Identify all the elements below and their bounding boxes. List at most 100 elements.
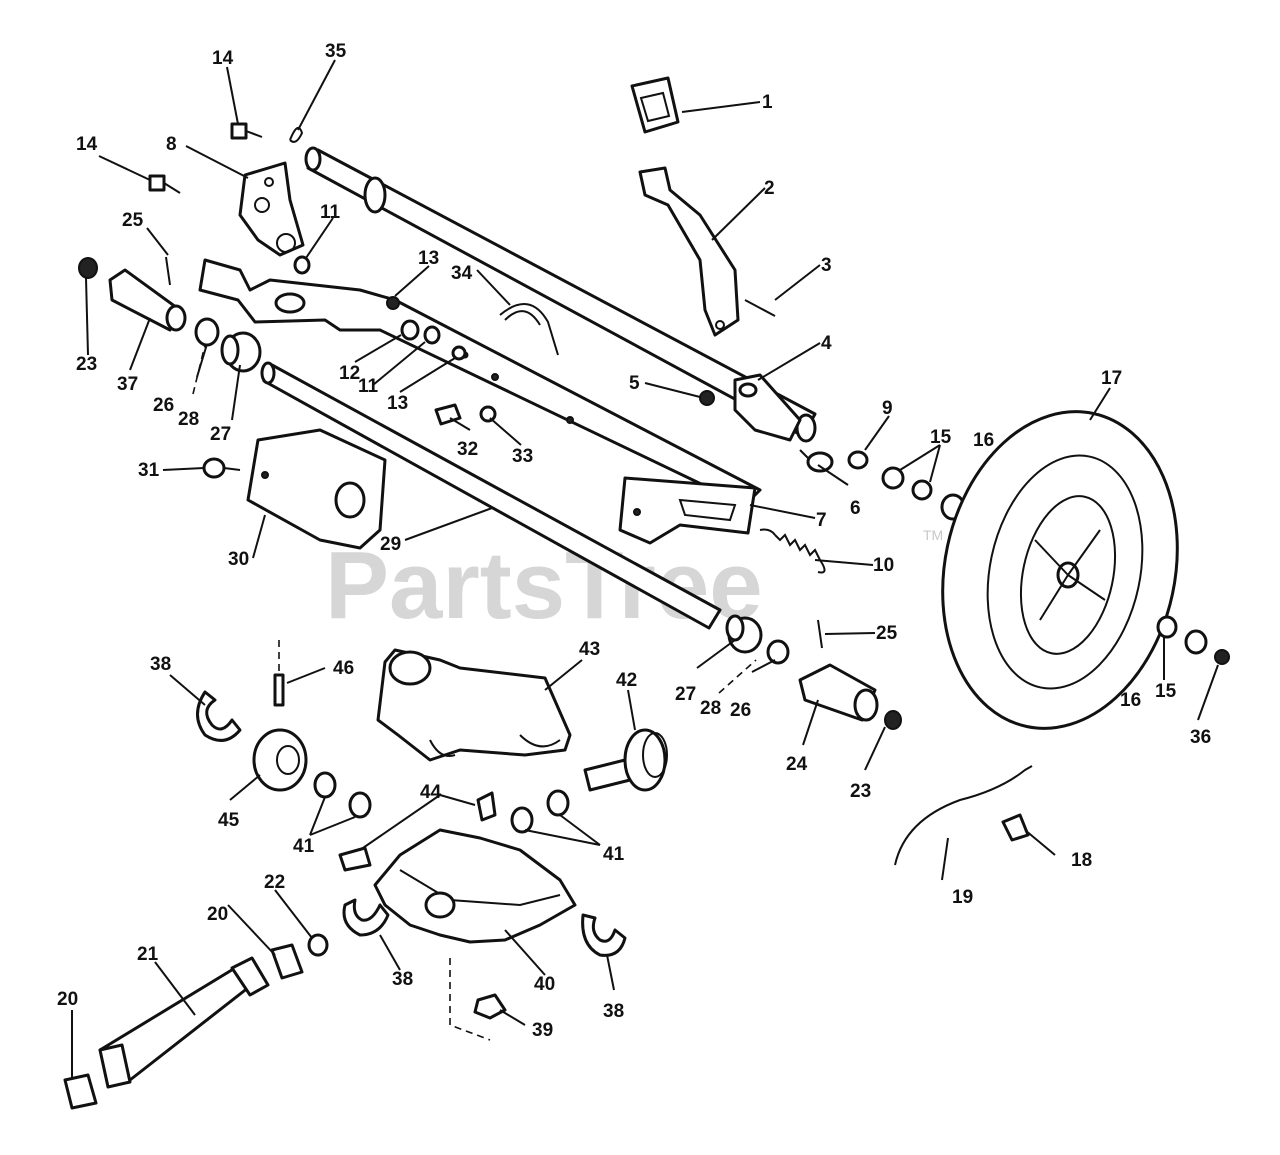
part-bearing-27a: [220, 331, 262, 373]
part-washer-41c: [510, 806, 534, 834]
callout-label: 8: [166, 134, 177, 155]
part-washer-26b: [766, 639, 790, 665]
callout-label: 14: [212, 48, 234, 69]
watermark-trademark: TM: [923, 527, 943, 543]
callout-label: 12: [339, 363, 360, 384]
part-cable-19: [894, 765, 1033, 866]
part-washer-12: [400, 319, 420, 341]
part-washer-41d: [546, 789, 570, 817]
part-shaft-collar: [363, 176, 387, 214]
callout-label: 38: [392, 969, 413, 990]
part-bolt-6: [799, 449, 834, 473]
part-adjuster-bracket-4: [733, 373, 802, 442]
callout-label: 20: [57, 989, 78, 1010]
callout-label: 10: [873, 555, 894, 576]
callout-label: 26: [153, 395, 174, 416]
part-pin-3: [744, 299, 776, 317]
callout-label: 14: [76, 134, 98, 155]
part-bearing-27b: [725, 614, 763, 654]
callout-label: 25: [876, 623, 898, 644]
part-washer-11a: [293, 255, 311, 275]
callout-labels: 1 2 3 4 5 6 7 8 9 10 11 11 12 13 13 14 1…: [57, 41, 1211, 1041]
callout-label: 30: [228, 549, 249, 570]
callout-label: 17: [1101, 368, 1122, 389]
part-snap-ring-38b: [342, 898, 390, 937]
part-bolt-14b: [148, 174, 181, 194]
part-upper-axle-shaft: [304, 146, 817, 443]
part-nut-39: [473, 993, 507, 1020]
part-bracket-7: [618, 476, 757, 545]
callout-label: 27: [675, 684, 696, 705]
part-washer-15b: [911, 479, 933, 501]
part-washer-15c: [1184, 629, 1208, 655]
callout-label: 16: [1120, 690, 1141, 711]
callout-label: 40: [534, 974, 555, 995]
callout-label: 11: [358, 376, 379, 397]
part-bushing-20a: [270, 943, 304, 980]
part-handle-knob-1: [630, 76, 680, 134]
part-housing-30: [246, 428, 387, 550]
callout-label: 38: [150, 654, 171, 675]
part-lower-axle-shaft: [260, 361, 722, 630]
callout-label: 36: [1190, 727, 1211, 748]
callout-label: 15: [1155, 681, 1177, 702]
part-nut-23a: [78, 257, 98, 279]
part-bolt-31: [202, 457, 241, 479]
callout-label: 43: [579, 639, 600, 660]
part-washer-33: [479, 405, 497, 423]
part-washer-11b: [423, 325, 441, 345]
part-pinion-37: [108, 268, 187, 332]
callout-label: 37: [117, 374, 138, 395]
part-pinion-24: [798, 663, 879, 722]
part-spring-clip-34: [499, 303, 559, 356]
part-bracket-8: [238, 161, 305, 257]
part-fitting-44b: [338, 846, 372, 872]
leader-lines: [71, 59, 1219, 1077]
callout-label: 23: [850, 781, 871, 802]
part-washer-15a: [881, 466, 905, 490]
callout-label: 45: [218, 810, 240, 831]
callout-label: 46: [333, 658, 354, 679]
part-washer-9: [847, 450, 869, 470]
callout-label: 27: [210, 424, 231, 445]
part-bolt-14a: [230, 122, 263, 140]
part-roll-pin-25a: [165, 256, 171, 286]
part-nut-23b: [884, 710, 902, 730]
callout-label: 33: [512, 446, 533, 467]
callout-label: 34: [451, 263, 473, 284]
part-snap-ring-38c: [581, 913, 627, 957]
callout-label: 2: [764, 178, 775, 199]
part-fitting-44a: [476, 791, 497, 822]
part-bushing-20b: [63, 1073, 98, 1110]
callout-label: 42: [616, 670, 637, 691]
callout-label: 7: [816, 510, 827, 531]
part-gearcase-40: [373, 828, 577, 944]
callout-label: 13: [387, 393, 408, 414]
callout-label: 24: [786, 754, 808, 775]
callout-label: 32: [457, 439, 478, 460]
callout-label: 28: [700, 698, 721, 719]
callout-label: 18: [1071, 850, 1092, 871]
callout-label: 28: [178, 409, 199, 430]
callout-label: 15: [930, 427, 952, 448]
parts-layer: [63, 76, 1230, 1110]
part-washer-26a: [194, 317, 220, 347]
part-roll-pin-25b: [817, 619, 823, 649]
watermark-text: PartsTree: [325, 532, 763, 639]
part-washer-16b: [1156, 615, 1178, 639]
callout-label: 31: [138, 460, 160, 481]
part-washer-41b: [348, 791, 372, 819]
callout-label: 6: [850, 498, 861, 519]
callout-label: 21: [137, 944, 159, 965]
part-spring-10: [759, 528, 826, 574]
part-nut-13a: [386, 296, 400, 310]
callout-label: 44: [420, 782, 442, 803]
callout-label: 25: [122, 210, 144, 231]
callout-label: 20: [207, 904, 228, 925]
part-nut-5: [699, 390, 715, 406]
part-drive-shaft-21: [98, 956, 270, 1089]
part-washer-22: [307, 933, 329, 957]
callout-label: 5: [629, 373, 640, 394]
